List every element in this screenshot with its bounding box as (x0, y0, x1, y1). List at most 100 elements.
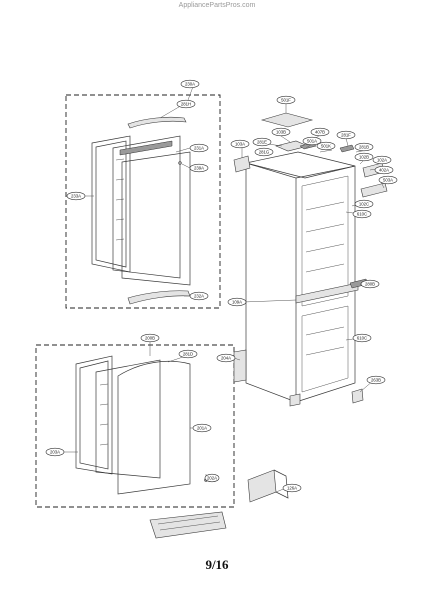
svg-text:280B: 280B (365, 282, 375, 287)
hinge-part-503A (360, 182, 388, 198)
lower-handle-part (149, 511, 227, 539)
bracket-side (273, 469, 289, 499)
callout-102A: 102A (372, 155, 392, 165)
fridge-compartment-liner (301, 175, 349, 307)
upper-gasket-inner (95, 140, 127, 268)
upper-door-parts (84, 83, 195, 305)
callout-103B: 103B (271, 127, 291, 137)
callout-501A: 501A (302, 136, 322, 146)
top-hinge-bracket (339, 144, 355, 153)
svg-text:610C: 610C (357, 212, 367, 217)
svg-text:203A: 203A (50, 450, 60, 455)
callout-109A: 109A (227, 297, 247, 307)
bottom-hinge-263B (351, 388, 364, 404)
callout-263B: 263B (366, 375, 386, 385)
callout-102B: 102B (354, 152, 374, 162)
callout-201A: 201A (192, 423, 212, 433)
cabinet-front-opening (295, 165, 356, 403)
svg-text:501K: 501K (321, 144, 331, 149)
svg-text:232A: 232A (194, 294, 204, 299)
svg-text:281H: 281H (181, 102, 191, 107)
callout-202A: 202A (204, 473, 220, 483)
bracket-front (247, 469, 277, 503)
svg-text:402A: 402A (379, 168, 389, 173)
callout-bubbles: 230A 281H 231A 239A 233A 232A 501F 103A … (45, 79, 398, 493)
svg-text:201A: 201A (197, 426, 207, 431)
upper-bottom-handle-part (127, 290, 191, 305)
freezer-shelves (305, 326, 345, 356)
callout-407B: 407B (310, 127, 330, 137)
fridge-shelves (305, 201, 345, 273)
callout-281H: 281H (176, 99, 196, 109)
callout-203A: 203A (45, 447, 65, 457)
page-number: 9/16 (205, 557, 229, 572)
callout-402A: 402A (374, 165, 394, 175)
watermark: AppliancePartsPros.com (178, 2, 256, 9)
callout-230A: 230A (180, 79, 200, 89)
svg-text:231A: 231A (194, 146, 204, 151)
svg-text:281B: 281B (359, 145, 369, 150)
svg-text:200B: 200B (145, 336, 155, 341)
svg-text:202A: 202A (207, 476, 217, 481)
callout-281F: 281F (336, 130, 356, 140)
callout-610C-bottom: 610C (352, 333, 372, 343)
callout-232A: 232A (189, 291, 209, 301)
leveling-foot (289, 393, 301, 407)
lower-door-panel (117, 360, 191, 495)
upper-door-assembly-box (65, 94, 221, 309)
svg-text:281F: 281F (341, 133, 351, 138)
svg-text:501F: 501F (281, 98, 291, 103)
callout-281G: 281G (254, 147, 274, 157)
svg-text:501A: 501A (307, 139, 317, 144)
svg-text:103B: 103B (276, 130, 286, 135)
svg-text:281D: 281D (183, 352, 193, 357)
svg-text:239A: 239A (194, 166, 204, 171)
freezer-compartment-liner (301, 305, 349, 393)
svg-text:102C: 102C (359, 202, 369, 207)
svg-text:102B: 102B (359, 155, 369, 160)
cabinet-left-face (245, 162, 297, 403)
side-cover-103A (233, 155, 251, 173)
upper-liner-top-bar (119, 140, 173, 156)
callout-501F: 501F (276, 95, 296, 105)
svg-text:281G: 281G (259, 150, 270, 155)
callout-102C: 102C (354, 199, 374, 209)
svg-text:204A: 204A (221, 356, 231, 361)
callout-501K: 501K (316, 141, 336, 151)
upper-door-liner (112, 135, 181, 279)
upper-top-cap-part (127, 116, 187, 129)
svg-text:103A: 103A (235, 142, 245, 147)
callout-204A: 204A (216, 353, 236, 363)
upper-liner-shelves (115, 158, 125, 241)
lower-door-liner (95, 359, 161, 479)
mullion-divider (295, 282, 359, 304)
callout-233A: 233A (66, 191, 86, 201)
callout-200B: 200B (140, 333, 160, 343)
lower-gasket-outer (75, 355, 113, 475)
callout-239A: 239A (189, 163, 209, 173)
svg-text:102A: 102A (377, 158, 387, 163)
side-part-204A (233, 349, 247, 383)
callout-503A: 503A (378, 175, 398, 185)
upper-door-panel (121, 151, 191, 286)
lower-handle-detail (157, 515, 221, 531)
lower-door-assembly-box (35, 344, 235, 508)
bracket-126A (247, 469, 289, 503)
callout-280B: 280B (360, 279, 380, 289)
callout-103A: 103A (230, 139, 250, 149)
callout-281D: 281D (178, 349, 198, 359)
callout-281E: 281E (252, 137, 272, 147)
svg-text:233A: 233A (71, 194, 81, 199)
svg-text:126A: 126A (287, 486, 297, 491)
callout-281B: 281B (354, 142, 374, 152)
upper-hinge-screw (178, 161, 182, 165)
top-cover-501F (260, 112, 314, 128)
svg-text:263B: 263B (371, 378, 381, 383)
callout-610C-top: 610C (352, 209, 372, 219)
svg-text:503A: 503A (383, 178, 393, 183)
svg-text:281E: 281E (257, 140, 267, 145)
lower-door-parts (62, 342, 227, 539)
svg-text:230A: 230A (185, 82, 195, 87)
